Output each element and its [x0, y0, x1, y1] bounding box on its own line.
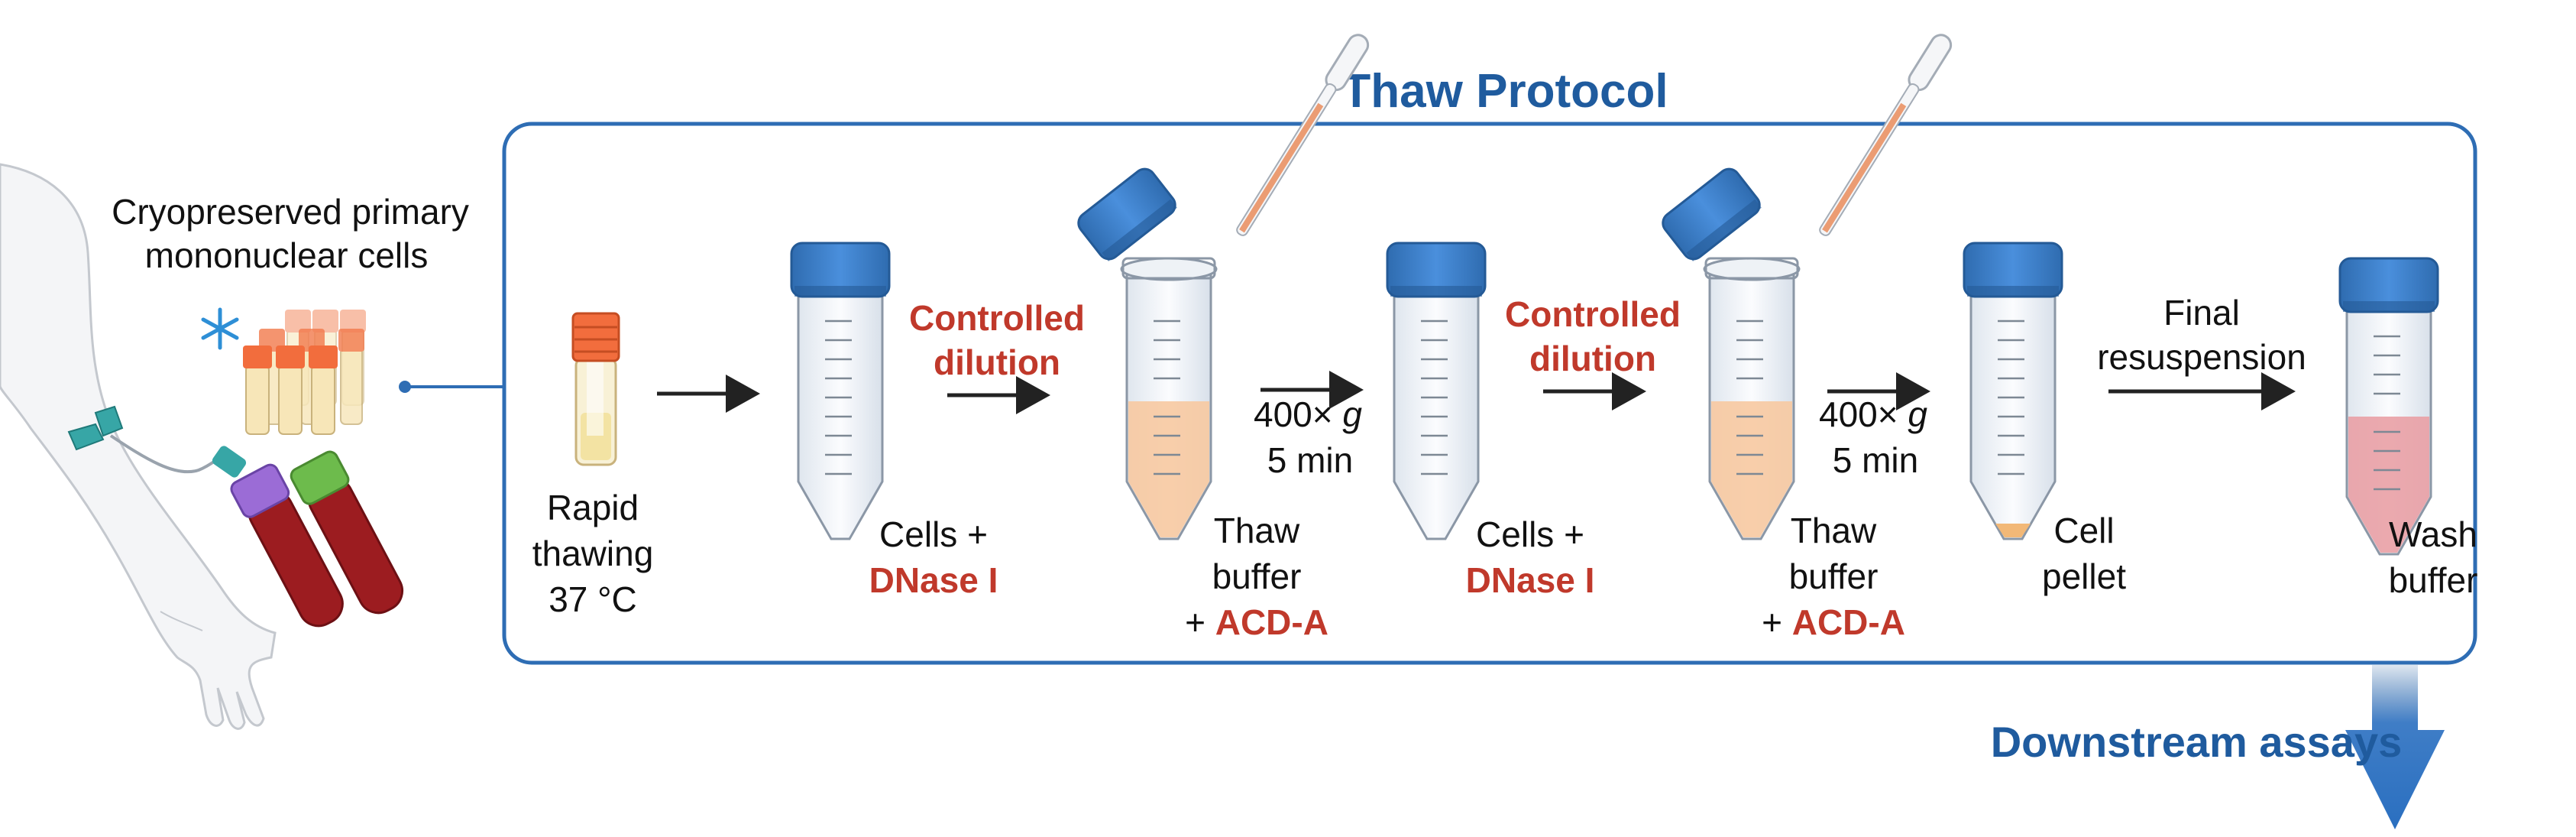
- conical-tube-6: [2338, 257, 2439, 556]
- buffer-label-2-line2: buffer: [1789, 556, 1879, 596]
- arm-illustration: [0, 163, 277, 730]
- conical-tube-3: [1386, 242, 1487, 540]
- pellet-label-line1: Cell: [2053, 511, 2114, 550]
- source-connector-dot: [399, 381, 411, 393]
- buffer-label-1-line3: + ACD-A: [1185, 602, 1328, 642]
- spin-speed-2: 400× g: [1819, 394, 1927, 434]
- buffer-label-1-line1: Thaw: [1214, 511, 1300, 550]
- blood-tube-green-icon: [290, 450, 404, 615]
- cryovial-cluster-icon: [243, 310, 366, 435]
- blood-tube-purple-icon: [230, 463, 344, 628]
- cells-label-2-line2: DNase I: [1466, 560, 1595, 600]
- wash-label-line1: Wash: [2389, 514, 2477, 554]
- protocol-frame: [502, 122, 2477, 665]
- spin-time-1: 5 min: [1267, 440, 1353, 480]
- dilution-label-2-line1: Controlled: [1505, 294, 1681, 334]
- buffer-label-1-line2: buffer: [1212, 556, 1302, 596]
- source-label-line2: mononuclear cells: [145, 235, 429, 275]
- cells-label-1-line2: DNase I: [869, 560, 998, 600]
- butterfly-needle-icon: [67, 405, 247, 478]
- conical-tube-2: [1120, 257, 1218, 540]
- conical-tube-1: [790, 242, 891, 540]
- pipette-1-icon: [1236, 34, 1370, 236]
- wash-label-line2: buffer: [2389, 560, 2478, 600]
- down-arrow-icon: [2345, 665, 2445, 829]
- source-label-line1: Cryopreserved primary: [112, 192, 469, 232]
- pellet-label-line2: pellet: [2042, 556, 2126, 596]
- thaw-label-line1: Rapid: [547, 488, 639, 527]
- cryovial-icon: [571, 312, 620, 466]
- conical-tube-4: [1703, 257, 1801, 540]
- open-cap-2-icon: [1662, 167, 1762, 261]
- dilution-label-1-line1: Controlled: [909, 298, 1085, 338]
- thaw-label-line3: 37 °C: [549, 579, 637, 619]
- page-title: Thaw Protocol: [1341, 65, 1668, 118]
- dilution-label-1-line2: dilution: [934, 342, 1060, 382]
- resuspension-label-line1: Final: [2163, 293, 2240, 333]
- buffer-label-2-line3: + ACD-A: [1762, 602, 1905, 642]
- open-cap-1-icon: [1077, 167, 1177, 261]
- cells-label-2-line1: Cells +: [1476, 514, 1584, 554]
- thaw-label-line2: thawing: [532, 534, 654, 573]
- snowflake-icon: [201, 307, 239, 350]
- buffer-label-2-line1: Thaw: [1791, 511, 1877, 550]
- dilution-label-2-line2: dilution: [1529, 339, 1656, 378]
- conical-tube-5: [1963, 242, 2063, 540]
- spin-speed-1: 400× g: [1254, 394, 1362, 434]
- resuspension-label-line2: resuspension: [2097, 337, 2306, 377]
- pipette-2-icon: [1819, 34, 1953, 236]
- downstream-label: Downstream assays: [1991, 718, 2403, 766]
- spin-time-2: 5 min: [1833, 440, 1918, 480]
- cells-label-1-line1: Cells +: [879, 514, 988, 554]
